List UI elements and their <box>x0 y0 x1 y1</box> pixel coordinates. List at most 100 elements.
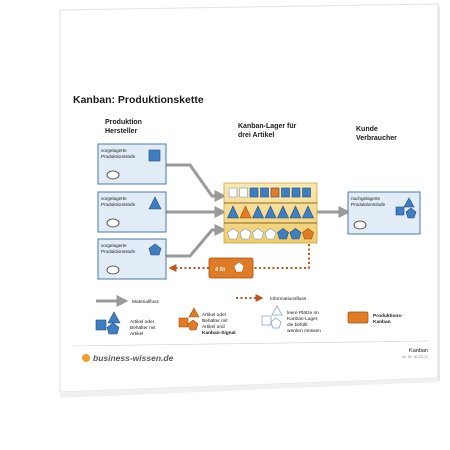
page-title: Kanban: Produktionskette <box>73 94 204 106</box>
stage-box-3-line2: Produktionsstufe <box>101 249 136 254</box>
shelf-pentagon <box>277 228 289 240</box>
shelf-square <box>239 187 248 198</box>
triangle-icon <box>107 311 121 324</box>
cycle-icon <box>353 220 367 230</box>
legend-articles-line1: Artikel oder <box>130 319 155 325</box>
stage-box-1-line2: Produktionsstufe <box>101 154 136 159</box>
shelf-square <box>270 187 280 198</box>
info-flow-line-1 <box>253 244 310 269</box>
legend-item-empty-slots: leere Plätze im Kanban-Lager, die befüll… <box>261 305 321 334</box>
legend-material-flow-label: Materialfluss <box>132 299 160 305</box>
legend-empty-line2: Kanban-Lager, <box>287 316 318 322</box>
legend-signal-line2: Behälter mit <box>202 318 228 324</box>
flow-arrow-1 <box>166 163 227 202</box>
triangle-outline-icon <box>271 305 283 316</box>
shelf-triangle <box>252 205 264 219</box>
customer-box-line2: Produktionsstufe <box>351 202 386 207</box>
square-icon <box>148 149 161 162</box>
shelf-square <box>291 187 301 198</box>
shelf-pentagon <box>239 228 252 240</box>
triangle-icon <box>148 196 162 210</box>
shelf-pentagon <box>227 228 239 240</box>
shelf-square <box>260 187 269 198</box>
kanban-card-label: 4 St <box>215 267 225 273</box>
stage-box-3-line1: vorgelagerte <box>101 243 127 248</box>
legend-kanban-line2: Kanban <box>373 319 391 325</box>
header-warehouse-1: Kanban-Lager für <box>238 123 297 130</box>
pentagon-icon <box>187 319 199 331</box>
shelf-square <box>302 187 311 198</box>
sheet-edge <box>60 378 438 398</box>
square-icon <box>178 317 189 328</box>
stage-box-1: vorgelagerte Produktionsstufe <box>97 143 167 185</box>
header-producer-2: Hersteller <box>105 128 138 135</box>
legend-empty-line1: leere Plätze im <box>287 310 319 316</box>
legend-item-production-kanban: Produktions- Kanban <box>347 311 403 325</box>
doc-code: Art.-Nr.: 60 221 31 <box>402 355 428 359</box>
customer-box-line1: nachgelagerte <box>351 196 381 201</box>
header-customer-1: Kunde <box>356 126 378 133</box>
legend-item-articles: Artikel oder Behälter mit Artikel <box>95 311 156 337</box>
shelf-pentagon <box>252 228 264 240</box>
pentagon-icon <box>233 261 245 273</box>
cycle-icon <box>106 218 120 228</box>
brand-dot-icon <box>82 354 90 362</box>
header-customer-2: Verbraucher <box>356 135 397 142</box>
legend-signal-line1: Artikel oder <box>202 312 227 318</box>
shelf-square <box>281 187 290 198</box>
legend-info-flow: Informationsfluss <box>236 294 307 302</box>
brand-name: business-wissen.de <box>93 353 174 363</box>
legend-material-flow: Materialfluss <box>96 295 160 307</box>
stage-box-1-line1: vorgelagerte <box>101 148 127 153</box>
legend-info-flow-label: Informationsfluss <box>270 296 307 302</box>
header-producer-1: Produktion <box>105 119 142 126</box>
triangle-icon <box>188 307 200 318</box>
footer-divider <box>71 340 431 347</box>
shelf-row-triangles <box>227 205 314 219</box>
legend-empty-line3: die befüllt <box>287 322 308 328</box>
material-flow-arrows <box>166 163 351 258</box>
cycle-icon <box>106 170 120 180</box>
shelf-pentagon <box>264 228 277 240</box>
kanban-card-icon <box>347 311 369 324</box>
shelf-triangle <box>289 205 302 219</box>
shelf-row-squares <box>228 187 311 198</box>
triangle-icon <box>403 197 415 208</box>
kanban-card: 4 St <box>208 257 254 279</box>
shelf-triangle <box>227 205 239 219</box>
customer-box: nachgelagerte Produktionsstufe <box>347 191 421 235</box>
doc-title: Kanban <box>409 348 428 354</box>
legend-articles-line2: Behälter mit <box>130 325 156 331</box>
legend-kanban-line1: Produktions- <box>373 313 403 319</box>
shelf-triangle <box>277 205 289 219</box>
square-icon <box>95 319 107 331</box>
kanban-warehouse <box>223 182 318 244</box>
legend-signal-line4: Kanban-Signal <box>202 330 236 336</box>
shelf-square <box>228 187 238 198</box>
shelf-triangle <box>302 205 314 219</box>
square-icon <box>395 206 405 216</box>
stage-box-2-line2: Produktionsstufe <box>101 202 136 207</box>
pentagon-icon <box>106 322 120 335</box>
stage-box-3: vorgelagerte Produktionsstufe <box>97 238 167 280</box>
legend-signal-line3: Artikel und <box>202 324 225 330</box>
legend-item-kanban-signal: Artikel oder Behälter mit Artikel und Ka… <box>178 307 236 336</box>
shelf-triangle <box>239 205 252 219</box>
legend-empty-line4: werden müssen <box>287 328 321 334</box>
legend-articles-line3: Artikel <box>130 331 143 337</box>
pentagon-outline-icon <box>270 317 282 329</box>
pentagon-icon <box>405 207 417 219</box>
header-warehouse-2: drei Artikel <box>238 132 274 139</box>
shelf-triangle <box>264 205 277 219</box>
pentagon-icon <box>148 243 162 256</box>
shelf-pentagon <box>289 228 302 240</box>
cycle-icon <box>106 265 120 275</box>
stage-box-2-line1: vorgelagerte <box>101 196 127 201</box>
shelf-pentagon <box>302 228 314 240</box>
flow-arrow-3 <box>166 224 227 258</box>
square-outline-icon <box>261 315 272 326</box>
shelf-square <box>249 187 259 198</box>
shelf-row-pentagons <box>227 228 314 240</box>
stage-box-2: vorgelagerte Produktionsstufe <box>97 191 167 233</box>
